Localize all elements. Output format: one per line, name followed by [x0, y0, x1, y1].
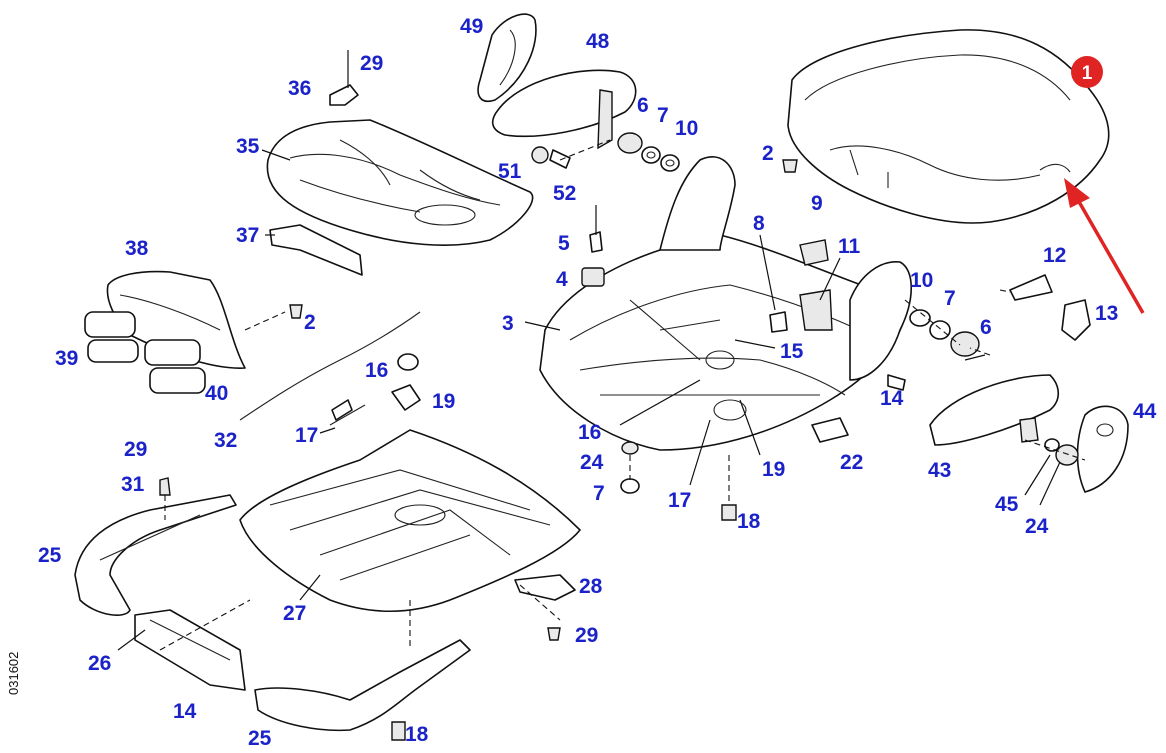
label-15: 15 [780, 340, 804, 363]
marker-text: 1 [1082, 63, 1093, 84]
label-49: 49 [460, 15, 483, 38]
label-25-left: 25 [38, 544, 62, 567]
armrest-mount-part [1076, 405, 1129, 493]
label-7-right: 7 [944, 287, 956, 310]
label-14-bottom: 14 [173, 700, 197, 723]
drawing-code: 031602 [6, 652, 21, 695]
small-parts-frame [329, 205, 833, 426]
label-24-right: 24 [1025, 515, 1049, 538]
bracket-37 [269, 224, 363, 276]
highlight-arrow [1076, 199, 1145, 314]
label-3: 3 [502, 312, 514, 335]
label-14-right: 14 [880, 387, 904, 410]
callout-marker-1: 1 [1071, 56, 1103, 88]
side-trim-pieces [84, 311, 206, 394]
label-32: 32 [214, 429, 237, 452]
label-9: 9 [811, 192, 823, 215]
cable-part [239, 311, 421, 421]
label-45: 45 [995, 493, 1019, 516]
rail-right-part [254, 639, 471, 732]
label-18-upper: 18 [737, 510, 761, 533]
label-38: 38 [125, 237, 149, 260]
washers-upper [531, 132, 680, 172]
label-44: 44 [1133, 400, 1157, 423]
washers-lower-right [1044, 438, 1079, 466]
bracket-28 [514, 574, 576, 601]
label-2-top: 2 [762, 142, 774, 165]
label-12: 12 [1043, 244, 1066, 267]
seat-pan-upper-part [266, 119, 534, 246]
label-22: 22 [840, 451, 863, 474]
label-6-right: 6 [980, 316, 992, 339]
label-36: 36 [288, 77, 311, 100]
rail-bracket-26 [134, 609, 246, 691]
part-labels: 49 48 29 36 6 7 10 2 35 51 52 9 37 8 5 1… [38, 15, 1157, 750]
label-43: 43 [928, 459, 951, 482]
label-7-top: 7 [657, 104, 669, 127]
lever-part [1009, 274, 1091, 341]
label-19-lower: 19 [762, 458, 785, 481]
label-8: 8 [753, 212, 765, 235]
base-plate-part [239, 429, 581, 613]
seat-cushion-part [787, 29, 1110, 224]
label-5: 5 [558, 232, 570, 255]
armrest-part [491, 69, 637, 150]
label-25-bottom: 25 [248, 727, 272, 750]
armrest-cover-part [477, 13, 537, 102]
label-51: 51 [498, 160, 522, 183]
label-35: 35 [236, 135, 260, 158]
label-10-right: 10 [910, 269, 933, 292]
label-19-upper: 19 [432, 390, 455, 413]
label-48: 48 [586, 30, 610, 53]
label-4: 4 [556, 268, 568, 291]
bracket-36 [329, 50, 359, 106]
label-11: 11 [838, 235, 861, 258]
label-6-top: 6 [637, 94, 649, 117]
hardware-bolts [159, 159, 906, 741]
label-29-bottom: 29 [575, 624, 598, 647]
rail-left-part [74, 494, 237, 616]
washers-right [909, 309, 980, 357]
highlight-arrowhead [1064, 178, 1090, 208]
label-10-top: 10 [675, 117, 698, 140]
label-26: 26 [88, 652, 111, 675]
label-29-top: 29 [360, 52, 383, 75]
seat-frame-part [539, 156, 912, 451]
label-17-lower: 17 [668, 489, 691, 512]
label-52: 52 [553, 182, 576, 205]
label-40: 40 [205, 382, 228, 405]
leader-lines [117, 149, 1061, 651]
assembly-lines [159, 139, 1086, 651]
label-24-lower: 24 [580, 451, 604, 474]
label-27: 27 [283, 602, 306, 625]
label-17-upper: 17 [295, 424, 318, 447]
label-37: 37 [236, 224, 259, 247]
label-29-left: 29 [124, 438, 147, 461]
label-39: 39 [55, 347, 78, 370]
label-16-lower: 16 [578, 421, 601, 444]
label-31: 31 [121, 473, 145, 496]
label-16-upper: 16 [365, 359, 388, 382]
label-18-bottom: 18 [405, 723, 429, 746]
armrest-lower-part [929, 374, 1060, 446]
label-13: 13 [1095, 302, 1118, 325]
label-7-lower: 7 [593, 482, 605, 505]
label-2-left: 2 [304, 311, 316, 334]
label-28: 28 [579, 575, 603, 598]
